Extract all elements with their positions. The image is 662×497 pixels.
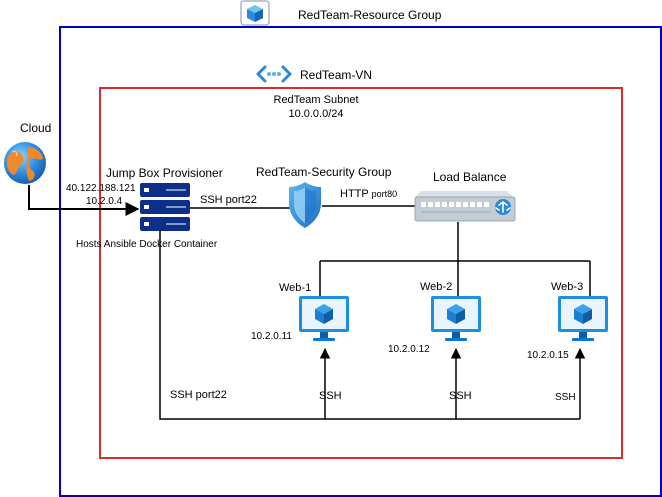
ssh-jumpbox-label: SSH port22 <box>200 194 257 206</box>
jumpbox-private-ip: 10.2.0.4 <box>86 196 123 207</box>
security-group-label: RedTeam-Security Group <box>256 165 392 179</box>
jumpbox-description: Hosts Ansible Docker Container <box>76 239 218 250</box>
ssh-bottom-label: SSH port22 <box>170 389 227 401</box>
vm-icon <box>299 296 349 341</box>
resource-group-icon <box>240 0 270 26</box>
web-vm-name: Web-1 <box>279 282 312 294</box>
cloud-to-jumpbox-arrow <box>28 185 140 216</box>
ssh-bus-line <box>159 230 580 420</box>
http-port: port80 <box>371 189 398 199</box>
vnet-icon <box>256 65 292 83</box>
vnet-label: RedTeam-VN <box>300 68 373 82</box>
web-vm-name: Web-3 <box>551 281 584 293</box>
web-vm-ip: 10.2.0.12 <box>388 344 430 355</box>
subnet-cidr: 10.0.0.0/24 <box>288 108 344 120</box>
resource-group-label: RedTeam-Resource Group <box>298 8 442 22</box>
shield-icon <box>289 182 321 228</box>
ssh-web1-label: SSH <box>319 390 342 402</box>
globe-icon <box>4 142 46 184</box>
web-vm-ip: 10.2.0.11 <box>251 331 292 342</box>
server-icon <box>140 183 190 231</box>
cloud-label: Cloud <box>20 121 52 135</box>
load-balancer-icon <box>414 191 516 222</box>
subnet-boundary <box>99 87 623 459</box>
jumpbox-public-ip: 40.122.188.121 <box>66 183 136 194</box>
ssh-web2-label: SSH <box>449 390 472 402</box>
http-prefix: HTTP <box>340 188 369 200</box>
vm-icon <box>431 296 481 341</box>
resource-group-boundary <box>59 26 662 497</box>
web-vm-ip: 10.2.0.15 <box>527 350 569 361</box>
http-label: HTTP port80 <box>340 189 397 200</box>
lb-distribution-lines <box>319 222 591 296</box>
ssh-web3-label: SSH <box>555 392 576 403</box>
jumpbox-label: Jump Box Provisioner <box>106 166 223 180</box>
subnet-label: RedTeam Subnet <box>273 94 359 106</box>
web-vm-name: Web-2 <box>420 281 453 293</box>
load-balancer-label: Load Balance <box>433 170 507 184</box>
vm-icon <box>558 296 608 341</box>
